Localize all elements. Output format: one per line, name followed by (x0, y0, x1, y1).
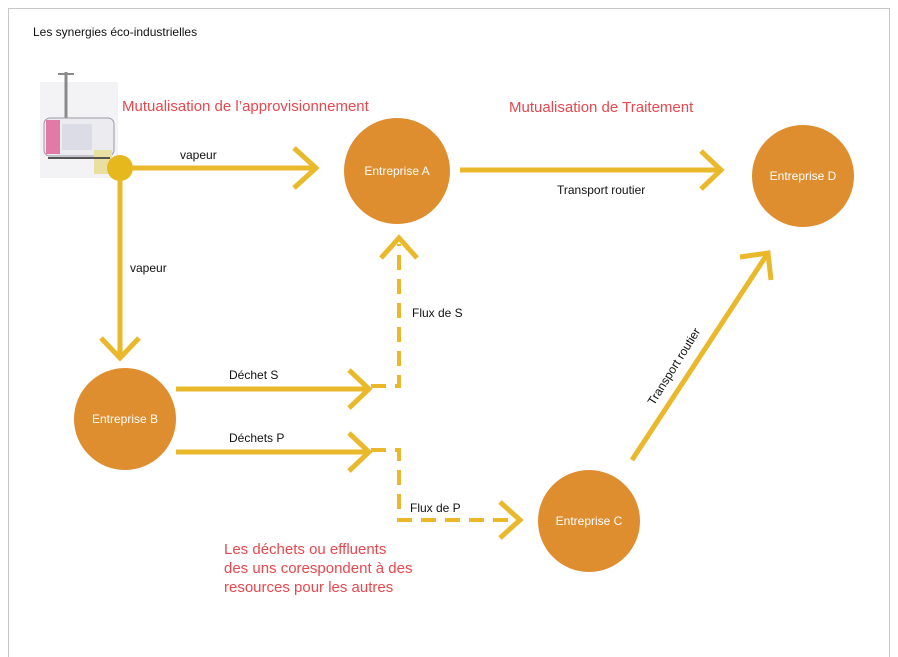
arrow-vapeur-to-a (132, 146, 320, 190)
annotation-dechets-line-2: des uns corespondent à des (224, 560, 412, 577)
arrow-b-dechet-s (176, 368, 373, 410)
label-transport-a-d: Transport routier (557, 183, 645, 197)
boiler-icon (40, 72, 118, 178)
node-label: Entreprise C (556, 514, 623, 528)
dashed-arrow-flux-p (371, 448, 524, 540)
label-dechets-p: Déchets P (229, 431, 284, 445)
annotation-approvisionnement: Mutualisation de l’approvisionnement (122, 98, 370, 115)
node-entreprise-d: Entreprise D (752, 125, 854, 227)
node-entreprise-c: Entreprise C (538, 470, 640, 572)
steam-junction (107, 155, 133, 181)
label-flux-s: Flux de S (412, 306, 463, 320)
annotation-traitement: Mutualisation de Traitement (509, 99, 694, 116)
label-dechet-s: Déchet S (229, 368, 278, 382)
label-vapeur-vertical: vapeur (130, 261, 167, 275)
label-vapeur-horizontal: vapeur (180, 148, 217, 162)
dashed-arrow-flux-s (371, 234, 419, 388)
annotation-dechets-line-1: Les déchets ou effluents (224, 541, 386, 558)
diagram-title: Les synergies éco-industrielles (33, 25, 197, 39)
arrow-a-to-d (460, 149, 725, 191)
label-flux-p: Flux de P (410, 501, 461, 515)
annotation-dechets-line-3: resources pour les autres (224, 579, 393, 596)
node-entreprise-b: Entreprise B (74, 368, 176, 470)
node-label: Entreprise D (770, 169, 837, 183)
arrow-c-to-d (629, 250, 774, 462)
diagram-frame (8, 8, 890, 657)
node-entreprise-a: Entreprise A (344, 118, 450, 224)
node-label: Entreprise A (364, 164, 429, 178)
arrow-vapeur-to-b (99, 180, 141, 362)
arrow-b-dechets-p (176, 431, 373, 473)
node-label: Entreprise B (92, 412, 158, 426)
